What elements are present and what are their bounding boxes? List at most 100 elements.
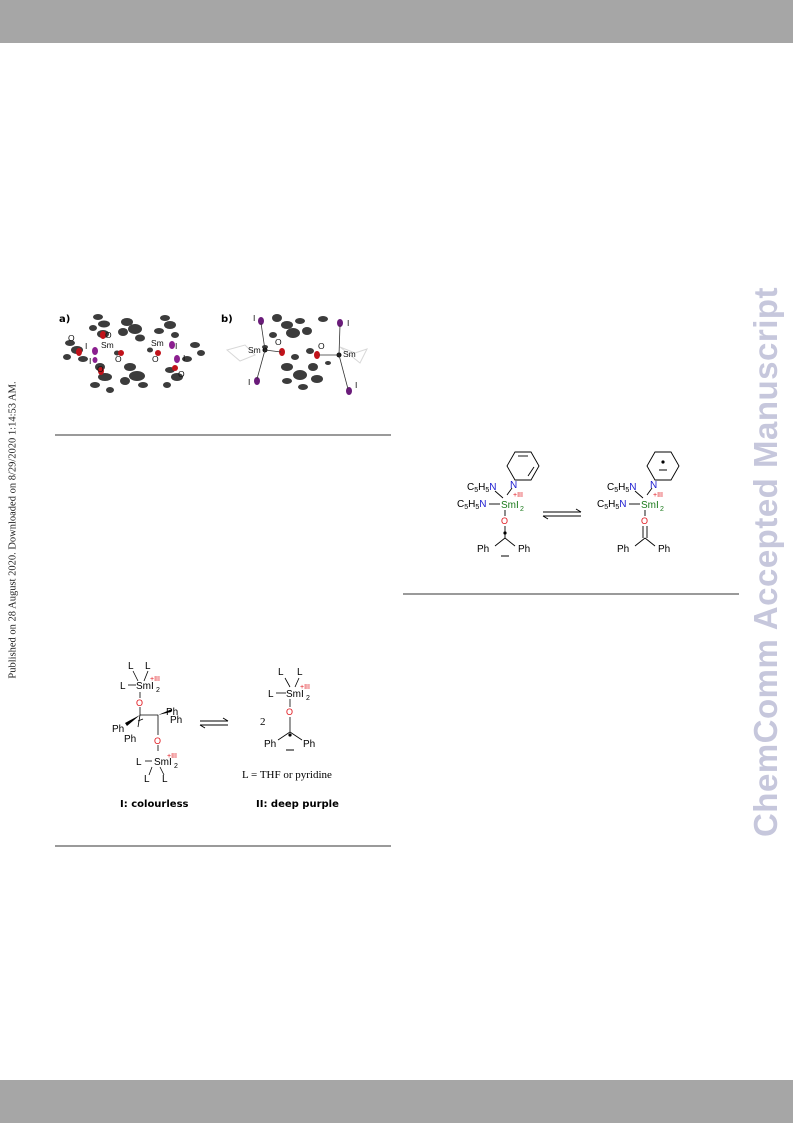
formula-n: N xyxy=(619,499,626,510)
atom-label-sm: Sm xyxy=(248,345,261,355)
atom-label-i: I xyxy=(85,341,87,351)
formula-subscript: 5 xyxy=(464,504,468,511)
nitrogen-atom: N xyxy=(510,480,517,491)
atom-label-o: O xyxy=(105,330,112,340)
atom-label-o: O xyxy=(178,369,185,379)
compound-i-description: : colourless xyxy=(124,799,189,810)
accepted-manuscript-watermark: ChemComm Accepted Manuscript xyxy=(747,286,784,838)
ligand-definition: L = THF or pyridine xyxy=(242,769,332,781)
atom-label-o: O xyxy=(97,364,104,374)
atom-label-sm: Sm xyxy=(101,340,114,350)
formula-subscript: 5 xyxy=(604,504,608,511)
formula-c: C xyxy=(597,499,604,510)
atom-label-o: O xyxy=(68,333,75,343)
formula-h: H xyxy=(468,499,475,510)
phenyl: Ph xyxy=(518,544,530,555)
panel-a-label: a) xyxy=(59,314,70,325)
sm-center: SmI xyxy=(136,681,154,692)
ligand-l: L xyxy=(162,774,168,785)
formula-n: N xyxy=(629,482,636,493)
ligand-l: L xyxy=(145,661,151,672)
publication-note: Published on 28 August 2020. Downloaded … xyxy=(7,381,19,679)
formula-n: N xyxy=(489,482,496,493)
pyridine-ligand: C5H5N xyxy=(607,482,637,494)
scheme-divider xyxy=(403,593,739,595)
pyridine-radical-scheme: N +III C5H5N C5H5N SmI 2 O Ph Ph N +III … xyxy=(457,451,680,557)
wedge-bond xyxy=(125,715,140,726)
atom-label-o: O xyxy=(115,354,122,364)
subscript: 2 xyxy=(660,506,664,513)
ketyl-dimer-equilibrium-scheme: L L L SmI 2 +III O Ph Ph Ph Ph O L SmI 2… xyxy=(112,661,339,810)
pyridine-ligand: C5H5N xyxy=(597,499,627,511)
formula-h: H xyxy=(478,482,485,493)
oxidation-state: +III xyxy=(653,492,663,499)
formula-subscript: 5 xyxy=(474,487,478,494)
compound-i-label: I: colourless xyxy=(120,799,189,810)
header-bar xyxy=(0,0,793,43)
ligand-l: L xyxy=(136,757,142,768)
atom-label-i: I xyxy=(89,356,91,366)
subscript: 2 xyxy=(174,763,178,770)
phenyl: Ph xyxy=(112,724,124,735)
crystal-structure-figure: a) Sm Sm I I I I O O O O O O b) xyxy=(59,313,368,395)
formula-subscript: 5 xyxy=(485,487,489,494)
phenyl: Ph xyxy=(303,739,315,750)
sm-center: SmI xyxy=(501,500,519,511)
oxygen-atom: O xyxy=(154,736,161,746)
atom-label-i: I xyxy=(253,313,255,323)
sm-center: SmI xyxy=(154,757,172,768)
atom-label-o: O xyxy=(152,354,159,364)
formula-subscript: 5 xyxy=(475,504,479,511)
phenyl: Ph xyxy=(617,544,629,555)
pyridine-radical-ring xyxy=(646,451,680,481)
formula-n: N xyxy=(479,499,486,510)
oxidation-state: +III xyxy=(150,676,160,683)
atom-label-o: O xyxy=(275,337,282,347)
formula-h: H xyxy=(608,499,615,510)
oxidation-state: +III xyxy=(300,684,310,691)
oxidation-state: +III xyxy=(513,492,523,499)
subscript: 2 xyxy=(156,687,160,694)
compound-ii-label: II: deep purple xyxy=(256,799,339,810)
scheme-bonds xyxy=(629,487,656,547)
phenyl: Ph xyxy=(170,715,182,726)
pyridine-ring xyxy=(506,451,540,481)
equilibrium-arrow xyxy=(542,508,582,520)
oxygen-atom: O xyxy=(286,707,293,717)
ligand-l: L xyxy=(268,689,274,700)
atom-label-i: I xyxy=(248,377,250,387)
atom-label-o: O xyxy=(318,341,325,351)
radical-dot xyxy=(503,531,507,535)
sm-center: SmI xyxy=(286,689,304,700)
panel-a-iodine-atoms xyxy=(92,341,180,363)
atom-label-i: I xyxy=(355,380,357,390)
phenyl: Ph xyxy=(264,739,276,750)
formula-subscript: 5 xyxy=(625,487,629,494)
radical-dot xyxy=(288,733,292,737)
hash-bond xyxy=(137,714,144,728)
atom-label-sm: Sm xyxy=(343,349,356,359)
figure-divider xyxy=(55,434,391,436)
oxygen-atom: O xyxy=(501,516,508,526)
ligand-l: L xyxy=(144,774,150,785)
formula-c: C xyxy=(457,499,464,510)
compound-ii-description: : deep purple xyxy=(263,799,339,810)
phenyl: Ph xyxy=(477,544,489,555)
phenyl: Ph xyxy=(166,707,178,718)
ligand-l: L xyxy=(120,681,126,692)
subscript: 2 xyxy=(306,695,310,702)
oxygen-atom: O xyxy=(641,516,648,526)
compound-i-numeral: I xyxy=(120,799,124,810)
formula-subscript: 5 xyxy=(614,487,618,494)
subscript: 2 xyxy=(520,506,524,513)
footer-bar xyxy=(0,1080,793,1123)
oxygen-atom: O xyxy=(136,698,143,708)
phenyl: Ph xyxy=(124,734,136,745)
formula-c: C xyxy=(607,482,614,493)
panel-b-ellipsoids xyxy=(262,314,331,390)
panel-b-label: b) xyxy=(221,314,233,325)
panel-b-bonds xyxy=(256,322,349,390)
sm-center: SmI xyxy=(641,500,659,511)
stoichiometric-coefficient: 2 xyxy=(260,716,266,728)
nitrogen-atom: N xyxy=(650,480,657,491)
